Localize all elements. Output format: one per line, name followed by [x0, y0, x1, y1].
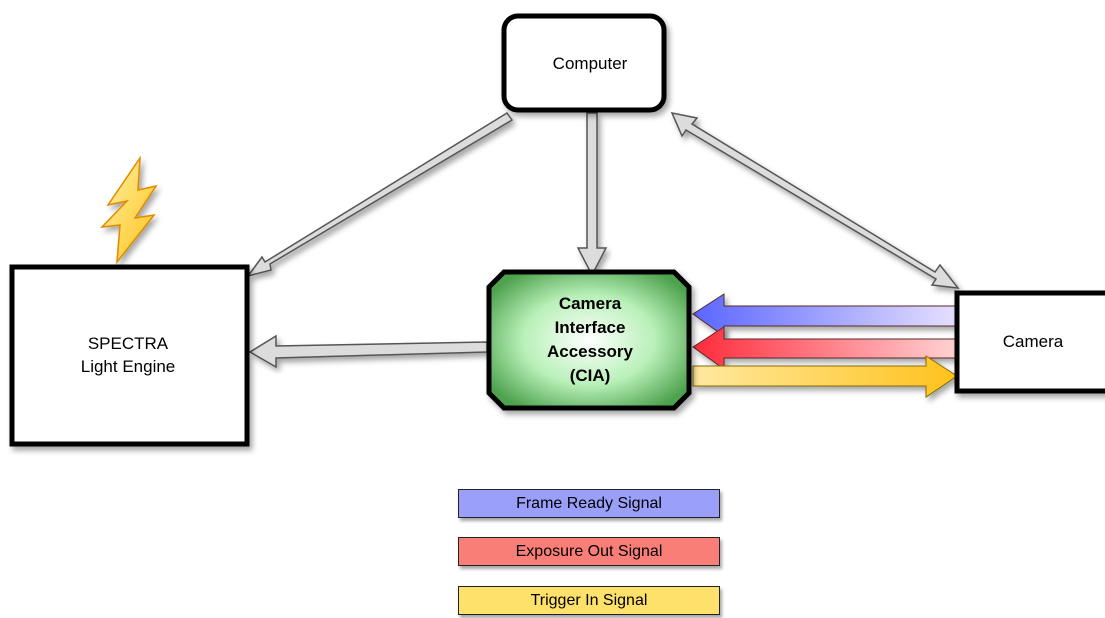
cia-label-line2: Interface: [555, 318, 626, 337]
cia-label-line1: Camera: [559, 294, 622, 313]
legend-frame-ready: Frame Ready Signal: [458, 489, 720, 518]
legend-frame-ready-label: Frame Ready Signal: [516, 494, 662, 512]
legend-exposure-out-label: Exposure Out Signal: [515, 542, 663, 560]
legend-exposure-out: Exposure Out Signal: [458, 537, 720, 566]
spectra-label-line1: SPECTRA: [88, 334, 169, 353]
legend-trigger-in: Trigger In Signal: [458, 586, 720, 615]
spectra-label-line2: Light Engine: [81, 357, 176, 376]
connector-cia-to-spectra: [248, 334, 488, 369]
computer-label: Computer: [553, 54, 628, 73]
connector-computer-camera: [670, 111, 960, 289]
spectra-node: [9, 264, 250, 447]
cia-label-line4: (CIA): [570, 366, 611, 385]
connector-computer-to-cia: [576, 112, 608, 277]
computer-node: [501, 13, 667, 113]
camera-node: [954, 290, 1105, 394]
frame-ready-arrow: [692, 293, 958, 337]
connector-computer-to-spectra: [246, 111, 514, 278]
cia-label-line3: Accessory: [547, 342, 634, 361]
trigger-in-arrow: [692, 355, 958, 398]
exposure-out-arrow: [692, 326, 958, 370]
camera-label: Camera: [1003, 332, 1064, 351]
legend-trigger-in-label: Trigger In Signal: [530, 591, 648, 609]
lightning-bolt-icon: [100, 155, 158, 265]
cia-node: [486, 269, 692, 411]
